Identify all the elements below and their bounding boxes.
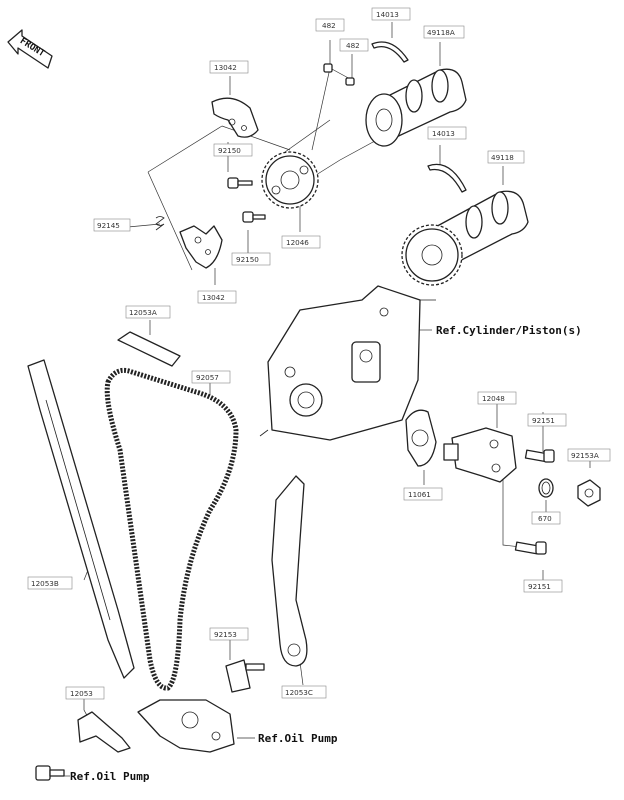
label-92153A: 92153A xyxy=(567,448,611,462)
svg-text:482: 482 xyxy=(346,41,360,50)
camshaft-upper xyxy=(365,68,467,147)
nut-icon xyxy=(577,479,601,507)
svg-text:12046: 12046 xyxy=(286,238,309,247)
label-482-lower: 482 xyxy=(339,38,369,52)
label-13042-lower: 13042 xyxy=(197,290,237,304)
svg-text:14013: 14013 xyxy=(376,10,399,19)
bolt-guide xyxy=(225,659,265,693)
label-92151-upper: 92151 xyxy=(527,413,567,427)
svg-text:92151: 92151 xyxy=(532,416,555,425)
svg-text:670: 670 xyxy=(538,514,552,523)
label-12053: 12053 xyxy=(65,686,105,700)
svg-text:92151: 92151 xyxy=(528,582,551,591)
front-arrow-icon: FRONT xyxy=(7,29,53,69)
oil-pump xyxy=(137,699,235,753)
ref-cylinder-piston: Ref.Cylinder/Piston(s) xyxy=(436,324,582,337)
chain-guide-upper xyxy=(117,331,181,367)
svg-text:92150: 92150 xyxy=(218,146,241,155)
label-12053C: 12053C xyxy=(281,685,327,699)
key-lower xyxy=(345,77,355,86)
svg-text:49118A: 49118A xyxy=(427,28,455,37)
camshaft-lower xyxy=(401,190,529,286)
label-12046: 12046 xyxy=(281,235,321,249)
svg-text:13042: 13042 xyxy=(214,63,237,72)
cam-retainer-upper xyxy=(371,41,409,63)
label-12053B: 12053B xyxy=(27,576,73,590)
svg-text:49118: 49118 xyxy=(491,153,514,162)
svg-text:11061: 11061 xyxy=(408,490,431,499)
label-13042-upper: 13042 xyxy=(209,60,249,74)
svg-text:92057: 92057 xyxy=(196,373,219,382)
chain-tensioner xyxy=(443,427,517,483)
gasket xyxy=(405,409,437,467)
oil-pump-bracket xyxy=(77,711,131,753)
o-ring xyxy=(538,478,554,498)
bolt-upper xyxy=(227,177,253,189)
svg-text:14013: 14013 xyxy=(432,129,455,138)
cam-retainer-lower xyxy=(427,163,467,193)
label-11061: 11061 xyxy=(403,487,443,501)
key-upper xyxy=(323,63,333,73)
svg-text:12053A: 12053A xyxy=(129,308,157,317)
label-92150-lower: 92150 xyxy=(231,252,271,266)
part-labels: 13042 482 482 14013 49118A 14013 49118 9… xyxy=(27,7,611,700)
svg-text:92145: 92145 xyxy=(97,221,120,230)
label-670: 670 xyxy=(531,511,561,525)
label-482-upper: 482 xyxy=(315,18,345,32)
svg-text:13042: 13042 xyxy=(202,293,225,302)
ref-oil-pump-bottom: Ref.Oil Pump xyxy=(70,770,150,783)
svg-text:12053B: 12053B xyxy=(31,579,59,588)
chain-guide-left xyxy=(27,359,135,679)
cam-sprocket-left xyxy=(261,151,319,209)
label-92153: 92153 xyxy=(209,627,249,641)
label-92057: 92057 xyxy=(191,370,231,384)
label-92150-upper: 92150 xyxy=(213,143,253,157)
ref-oil-pump-right: Ref.Oil Pump xyxy=(258,732,338,745)
svg-text:482: 482 xyxy=(322,21,336,30)
cylinder-head xyxy=(259,285,436,441)
label-12048: 12048 xyxy=(477,391,517,405)
cam-chain xyxy=(104,367,239,691)
cam-tensioner-plate-upper xyxy=(211,97,259,138)
label-92145: 92145 xyxy=(93,218,131,232)
label-92151-lower: 92151 xyxy=(523,579,563,593)
bolt-oil-pump xyxy=(35,765,65,781)
label-12053A: 12053A xyxy=(125,305,171,319)
bolt-tensioner-lower xyxy=(514,541,547,555)
spring-icon xyxy=(155,216,165,231)
label-14013-upper: 14013 xyxy=(371,7,411,21)
svg-text:12053: 12053 xyxy=(70,689,93,698)
svg-text:92153A: 92153A xyxy=(571,451,599,460)
label-14013-lower: 14013 xyxy=(427,126,467,140)
svg-text:92153: 92153 xyxy=(214,630,237,639)
svg-text:92150: 92150 xyxy=(236,255,259,264)
svg-text:12048: 12048 xyxy=(482,394,505,403)
cam-tensioner-plate-lower xyxy=(179,225,223,269)
bolt-tensioner-upper xyxy=(524,449,555,463)
chain-tensioner-guide xyxy=(271,475,308,667)
label-49118A: 49118A xyxy=(423,25,465,39)
bolt-lower xyxy=(242,211,266,223)
label-49118: 49118 xyxy=(487,150,525,164)
svg-text:12053C: 12053C xyxy=(285,688,313,697)
